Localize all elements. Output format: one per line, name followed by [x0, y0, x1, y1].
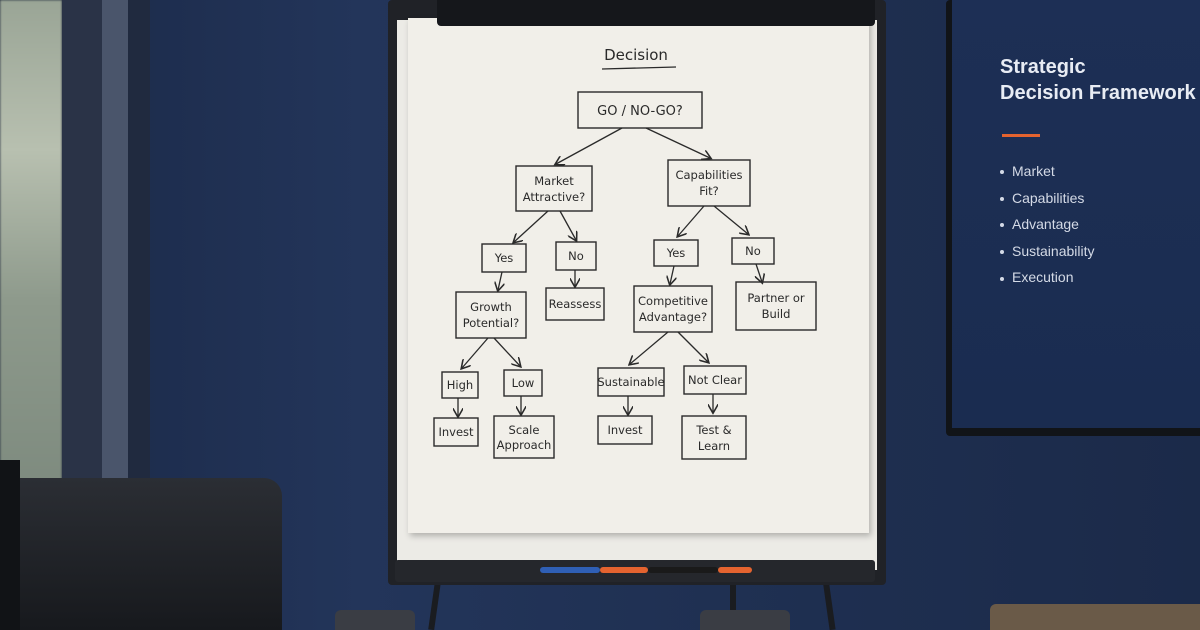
growth-invest-box [433, 417, 479, 447]
table-edge [990, 604, 1200, 630]
monitor-list-item: Execution [1000, 264, 1095, 291]
heading-underline [601, 66, 677, 70]
capabilities-yes-label: Yes [666, 246, 686, 260]
arrow [713, 205, 748, 234]
arrow [670, 265, 674, 284]
partner-build-box [735, 281, 817, 331]
market-label-2: Attractive? [523, 190, 585, 204]
market-yes-label: Yes [494, 251, 514, 265]
reassess-label: Reassess [549, 297, 602, 311]
market-yes-box [481, 243, 527, 273]
monitor-list-label: Capabilities [1012, 189, 1085, 206]
partner-build-label-1: Partner or [747, 291, 804, 305]
arrow [493, 337, 520, 366]
flipchart-paper [408, 18, 869, 533]
competitive-box [633, 285, 713, 333]
market-no-label: No [568, 249, 584, 263]
monitor-display [952, 0, 1200, 428]
growth-low-label: Low [512, 376, 535, 390]
bullet-icon [1000, 196, 1004, 201]
easel-leg-middle [730, 585, 736, 630]
growth-box [455, 291, 527, 339]
arrow [556, 127, 623, 164]
arrow [462, 337, 489, 368]
competitive-invest-box [597, 415, 653, 445]
flowchart-heading: Decision [604, 46, 668, 64]
monitor-list-item: Advantage [1000, 211, 1095, 238]
arrow [645, 127, 710, 158]
chair-back [0, 478, 282, 630]
monitor-list-label: Execution [1012, 269, 1074, 286]
partner-build-label-2: Build [762, 307, 791, 321]
root-label: GO / NO-GO? [597, 104, 683, 119]
growth-label-2: Potential? [463, 316, 519, 330]
market-label-1: Market [534, 174, 574, 188]
competitive-invest-label: Invest [607, 423, 643, 437]
test-learn-label-2: Learn [698, 439, 730, 453]
bullet-icon [1000, 170, 1004, 175]
monitor-list-label: Sustainability [1012, 242, 1095, 259]
scale-approach-label-1: Scale [509, 423, 540, 437]
capabilities-label-1: Capabilities [675, 168, 742, 182]
monitor-accent-bar [1002, 134, 1040, 137]
marker-black [648, 567, 718, 573]
arrow [498, 271, 502, 290]
monitor-list-label: Market [1012, 163, 1055, 179]
easel-clip-bar [437, 0, 875, 26]
monitor-list-item: Sustainability [1000, 238, 1095, 265]
window-frame-dark [128, 0, 150, 630]
arrow [677, 331, 708, 362]
bullet-icon [1000, 223, 1004, 228]
chair-left-edge [0, 460, 20, 630]
growth-high-label: High [447, 378, 473, 392]
marker-orange-2 [718, 567, 752, 573]
monitor-list-label: Advantage [1012, 216, 1079, 233]
scale-approach-label-2: Approach [497, 438, 552, 452]
root-box [577, 91, 703, 129]
sustainable-label: Sustainable [597, 375, 664, 389]
test-learn-box [681, 415, 747, 460]
monitor-title-line2: Decision Framework [1000, 82, 1196, 104]
bullet-icon [1000, 276, 1004, 281]
capabilities-no-label: No [745, 244, 761, 258]
competitive-label-2: Advantage? [639, 310, 707, 324]
competitive-label-1: Competitive [638, 294, 708, 308]
scale-approach-box [493, 415, 555, 459]
market-box [515, 165, 593, 212]
marker-orange [600, 567, 648, 573]
arrow [756, 263, 762, 282]
sustainable-box [597, 367, 665, 397]
not-clear-box [683, 365, 747, 395]
arrow [514, 210, 549, 242]
monitor-list-item: Market [1000, 158, 1095, 185]
growth-high-box [441, 371, 479, 399]
growth-label-1: Growth [470, 300, 512, 314]
arrow [630, 331, 669, 364]
decision-flowchart: Decision GO / NO-GO? Market Attractive? … [433, 46, 817, 460]
not-clear-label: Not Clear [688, 373, 742, 387]
monitor-list-item: Capabilities [1000, 185, 1095, 212]
market-no-box [555, 241, 597, 271]
monitor-title-line1: Strategic [1000, 56, 1086, 78]
window-glass [0, 0, 62, 500]
bullet-icon [1000, 250, 1004, 255]
arrow [678, 205, 705, 236]
cup [700, 610, 790, 630]
capabilities-label-2: Fit? [699, 184, 719, 198]
monitor-list: Market Capabilities Advantage Sustainabi… [1000, 158, 1095, 291]
arrow [559, 210, 576, 240]
growth-low-box [503, 369, 543, 397]
monitor-title: Strategic Decision Framework [1000, 54, 1200, 106]
growth-invest-label: Invest [438, 425, 474, 439]
test-learn-label-1: Test & [695, 423, 731, 437]
capabilities-yes-box [653, 239, 699, 267]
reassess-box [545, 287, 605, 321]
cup [335, 610, 415, 630]
capabilities-no-box [731, 237, 775, 265]
marker-blue [540, 567, 600, 573]
capabilities-box [667, 159, 751, 207]
